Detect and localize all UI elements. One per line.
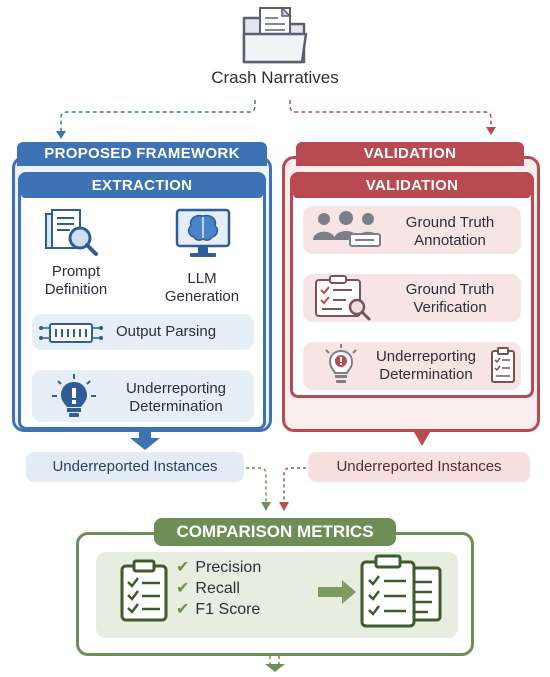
arrowhead-merge-right (279, 502, 289, 511)
document-search-icon (45, 209, 98, 256)
metric-f1: ✔F1 Score (176, 601, 261, 618)
comparison-title: COMPARISON METRICS (154, 518, 396, 546)
arrowhead-right (486, 127, 496, 135)
llm-generation-label: LLM Generation (164, 270, 240, 305)
metric-recall: ✔Recall (176, 580, 240, 597)
dashed-connector-right (289, 100, 492, 128)
underreported-output-red: Underreported Instances (308, 452, 530, 482)
folder-icon (242, 6, 308, 64)
source-label: Crash Narratives (211, 68, 339, 87)
dashed-connector-left (60, 100, 256, 132)
dashed-bottom (269, 656, 280, 664)
clipboard-checklist-icon (120, 559, 168, 622)
alert-bulb-icon-red (325, 344, 357, 383)
proposed-framework-title: PROPOSED FRAMEWORK (17, 142, 267, 166)
check-icon: ✔ (176, 559, 190, 576)
annotation-label: Ground Truth Annotation (405, 214, 495, 249)
validation-outer-title: VALIDATION (296, 142, 524, 166)
underreported-output-blue: Underreported Instances (26, 452, 244, 482)
team-icon (313, 211, 381, 247)
dashed-merge-left (246, 467, 267, 502)
arrowhead-bottom (265, 664, 285, 672)
arrow-to-blue-output (130, 428, 160, 450)
metric-precision: ✔Precision (176, 559, 262, 576)
brain-monitor-icon (175, 208, 231, 257)
check-icon: ✔ (176, 580, 190, 597)
arrowhead-left (56, 131, 66, 139)
verification-label: Ground Truth Verification (405, 281, 495, 316)
report-clipboard-icon (360, 554, 442, 628)
arrow-to-red-output (414, 432, 430, 446)
chip-icon (39, 323, 103, 343)
prompt-definition-label: Prompt Definition (44, 263, 108, 298)
determination-label-blue: Underreporting Determination (125, 380, 227, 415)
arrow-right-icon (318, 580, 356, 604)
check-icon: ✔ (176, 601, 190, 618)
validation-inner-title: VALIDATION (293, 174, 531, 198)
checklist-search-icon (315, 275, 371, 321)
determination-label-red: Underreporting Determination (375, 348, 477, 383)
alert-bulb-icon (52, 374, 96, 417)
output-parsing-label: Output Parsing (116, 323, 217, 340)
annotation-card (303, 206, 521, 254)
arrowhead-merge-left (261, 502, 271, 511)
extraction-title: EXTRACTION (21, 174, 263, 198)
dashed-merge-right (283, 467, 306, 502)
clipboard-icon-red (491, 347, 515, 383)
